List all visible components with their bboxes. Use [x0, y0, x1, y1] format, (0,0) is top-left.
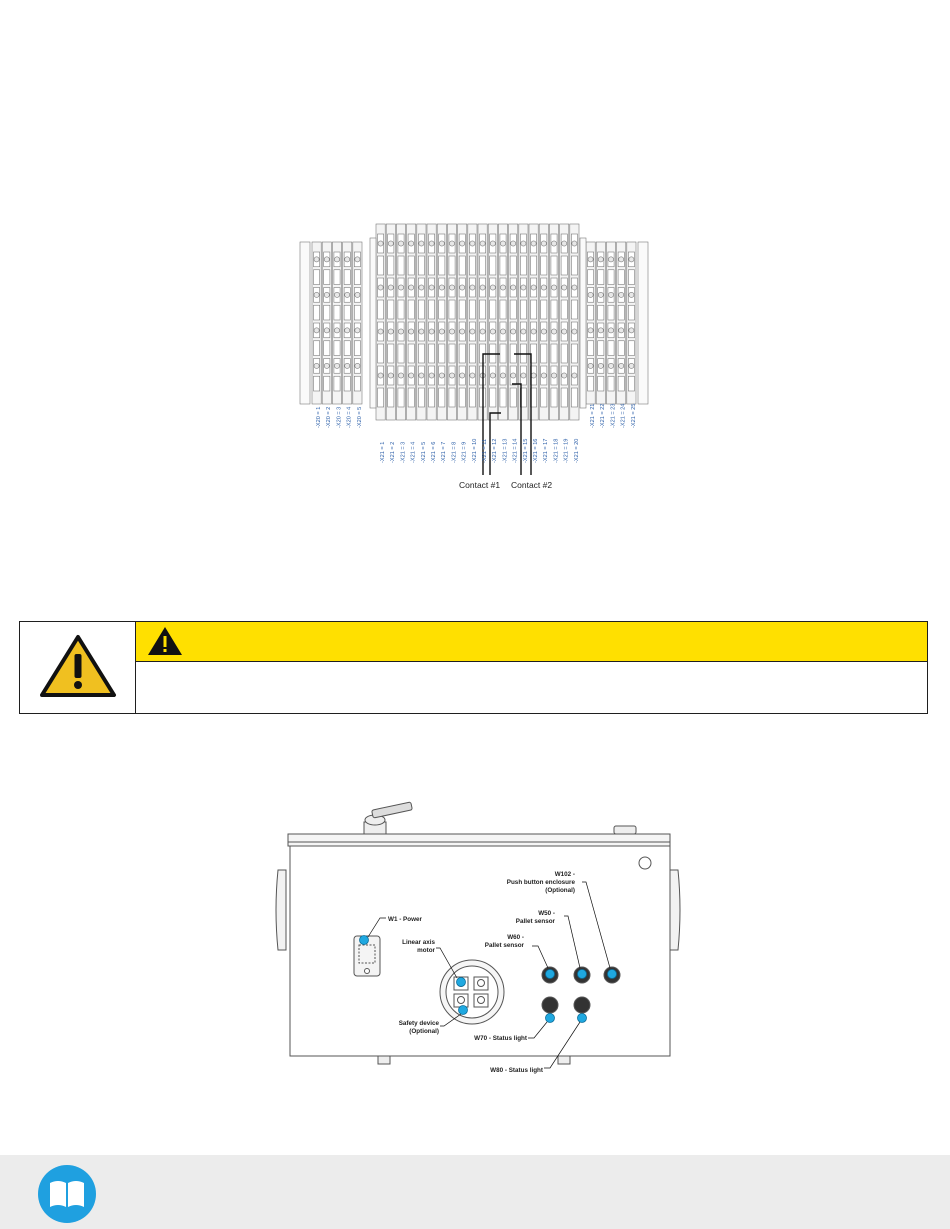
terminal-label: -X21 = 20	[574, 439, 580, 463]
caution-box	[19, 621, 928, 714]
terminal-label: -X21 = 10	[472, 439, 478, 463]
terminal-label: -X21 = 8	[451, 442, 457, 463]
contact2-label: Contact #2	[511, 480, 552, 490]
page-footer	[0, 1155, 950, 1229]
w80-label: W80 - Status light	[490, 1067, 544, 1074]
linear-axis-label-2: motor	[417, 947, 435, 954]
terminal-label: -X21 = 4	[411, 442, 417, 463]
terminal-label: -X20 = 1	[316, 407, 322, 428]
terminal-label: -X21 = 25	[631, 404, 637, 428]
caution-header	[136, 622, 927, 662]
terminal-label: -X21 = 5	[421, 442, 427, 463]
w1-label: W1 - Power	[388, 916, 422, 923]
w50-label-2: Pallet sensor	[516, 918, 556, 925]
terminal-label: -X21 = 11	[482, 439, 488, 463]
terminal-label: -X20 = 4	[347, 407, 353, 428]
terminal-label: -X21 = 15	[523, 439, 529, 463]
terminal-label: -X21 = 23	[610, 404, 616, 428]
terminal-label: -X21 = 9	[462, 442, 468, 463]
w70-label: W70 - Status light	[474, 1035, 528, 1042]
terminal-label: -X21 = 13	[502, 439, 508, 463]
terminal-block-x20	[311, 241, 363, 405]
w60-label-2: Pallet sensor	[485, 942, 525, 949]
terminal-label: -X21 = 2	[390, 442, 396, 463]
w60-label: W60 -	[507, 934, 524, 941]
linear-axis-label: Linear axis	[402, 939, 435, 946]
terminal-label: -X21 = 7	[441, 442, 447, 463]
terminal-label: -X21 = 21	[590, 404, 596, 428]
terminal-label: -X21 = 19	[564, 439, 570, 463]
terminal-label: -X21 = 1	[380, 442, 386, 463]
terminal-block-x21-main	[375, 223, 580, 421]
warning-icon	[148, 627, 182, 655]
terminal-label: -X21 = 18	[553, 439, 559, 463]
port-markers	[359, 935, 617, 1023]
terminal-label: -X21 = 3	[400, 442, 406, 463]
terminal-label: -X21 = 12	[492, 439, 498, 463]
right-handle	[669, 869, 681, 951]
enclosure-connector-diagram: W1 - Power Linear axis motor Safety devi…	[275, 801, 681, 1074]
terminal-label: -X20 = 5	[357, 407, 363, 428]
contact1-label: Contact #1	[459, 480, 500, 490]
lid	[287, 833, 671, 847]
terminal-label: -X20 = 3	[336, 407, 342, 428]
contact-wires	[482, 353, 532, 475]
safety-device-label-2: (Optional)	[409, 1028, 439, 1035]
w102-label-3: (Optional)	[545, 887, 575, 894]
terminal-block-x21-right	[585, 241, 637, 405]
terminal-block-diagram: -X20 = 1 -X20 = 2 -X20 = 3 -X20 = 4 -X20 = 5…	[299, 223, 649, 490]
left-handle	[275, 869, 287, 951]
warning-triangle-icon	[40, 635, 116, 697]
terminal-label: -X21 = 16	[533, 439, 539, 463]
w102-label-2: Push button enclosure	[507, 879, 576, 886]
w102-label: W102 -	[555, 871, 575, 878]
caution-icon-cell	[20, 622, 136, 713]
open-book-icon[interactable]	[38, 1165, 96, 1223]
safety-device-label: Safety device	[399, 1020, 440, 1027]
enclosure-body	[289, 845, 671, 1057]
terminal-label: -X21 = 22	[600, 404, 606, 428]
terminal-label: -X21 = 24	[621, 404, 627, 428]
terminal-label: -X21 = 17	[543, 439, 549, 463]
w50-label: W50 -	[538, 910, 555, 917]
caution-body	[136, 662, 927, 713]
terminal-label: -X21 = 6	[431, 442, 437, 463]
terminal-label: -X21 = 14	[513, 439, 519, 463]
terminal-label: -X20 = 2	[326, 407, 332, 428]
